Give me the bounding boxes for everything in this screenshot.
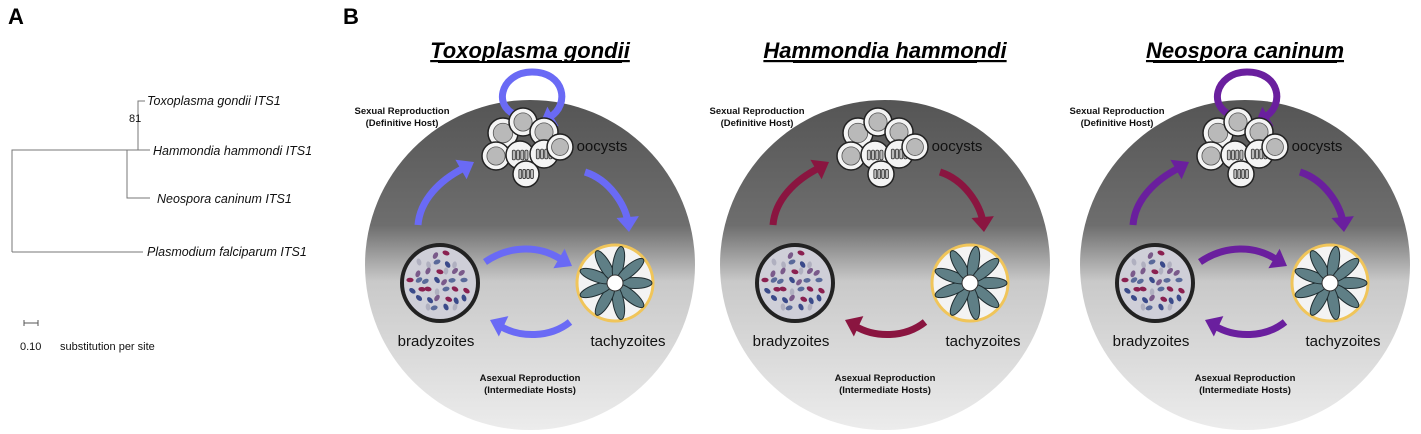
arrow-to-tachyzoites	[583, 168, 632, 223]
arrow-to-oocysts	[769, 164, 821, 226]
bradyzoites-label: bradyzoites	[398, 333, 475, 350]
scale-unit: substitution per site	[60, 341, 155, 353]
arrowhead	[1268, 248, 1287, 269]
intermediate-hosts-label: (Intermediate Hosts)	[839, 385, 931, 396]
asexual-reproduction-label: Asexual Reproduction	[835, 373, 936, 384]
bradyzoites-label: bradyzoites	[1113, 333, 1190, 350]
asexual-reproduction-label: Asexual Reproduction	[480, 373, 581, 384]
phylogenetic-tree: 81 Toxoplasma gondii ITS1 Hammondia hamm…	[11, 94, 312, 353]
arrowhead	[845, 316, 864, 337]
arrowhead	[490, 316, 509, 337]
arrowhead	[553, 248, 572, 269]
tachyzoites-label: tachyzoites	[1305, 333, 1380, 350]
sexual-reproduction-label: Sexual Reproduction	[709, 106, 804, 117]
tachyzoite-rosette	[930, 243, 1010, 323]
definitive-host-label: (Definitive Host)	[1081, 118, 1154, 129]
arrow-to-tachyzoites	[938, 168, 987, 223]
oocyst	[836, 141, 866, 171]
sexual-reproduction-label: Sexual Reproduction	[354, 106, 449, 117]
arrowhead	[810, 159, 829, 180]
oocyst	[512, 160, 540, 188]
oocyst	[842, 117, 874, 149]
cycle-title: Neospora caninum	[1146, 38, 1344, 63]
oocyst	[481, 141, 511, 171]
arrowhead	[616, 216, 639, 232]
arrow-to-oocysts	[1129, 164, 1181, 226]
oocysts-label: oocysts	[577, 138, 628, 155]
host-sphere	[365, 100, 695, 430]
intermediate-hosts-label: (Intermediate Hosts)	[484, 385, 576, 396]
self-loop-arrow	[499, 68, 566, 121]
panel-b-label: B	[343, 4, 359, 29]
leaf-neospora: Neospora caninum ITS1	[157, 192, 292, 206]
tree-branches	[11, 100, 150, 253]
bootstrap-value: 81	[129, 113, 141, 125]
arrowhead	[1331, 216, 1354, 232]
oocyst	[1196, 141, 1226, 171]
oocyst	[901, 133, 929, 161]
definitive-host-label: (Definitive Host)	[721, 118, 794, 129]
cycle-title: Hammondia hammondi	[763, 38, 1007, 63]
tachyzoites-label: tachyzoites	[590, 333, 665, 350]
oocyst	[546, 133, 574, 161]
leaf-hammondia: Hammondia hammondi ITS1	[153, 144, 312, 158]
host-sphere	[720, 100, 1050, 430]
oocysts-label: oocysts	[1292, 138, 1343, 155]
arrow-tachy-to-brady	[1213, 319, 1288, 339]
oocyst	[1227, 160, 1255, 188]
tachyzoite-rosette	[575, 243, 655, 323]
scale-bar	[23, 320, 39, 326]
host-sphere	[1080, 100, 1410, 430]
leaf-plasmodium: Plasmodium falciparum ITS1	[147, 245, 307, 259]
tachyzoite-rosette	[1290, 243, 1370, 323]
intermediate-hosts-label: (Intermediate Hosts)	[1199, 385, 1291, 396]
asexual-reproduction-label: Asexual Reproduction	[1195, 373, 1296, 384]
arrowhead	[971, 216, 994, 232]
bradyzoite-cyst	[1115, 243, 1195, 323]
bradyzoites-label: bradyzoites	[753, 333, 830, 350]
bradyzoite-cyst	[755, 243, 835, 323]
bradyzoite-cyst	[400, 243, 480, 323]
cycle-title: Toxoplasma gondii	[430, 38, 631, 63]
oocyst	[884, 117, 914, 147]
arrow-to-oocysts	[414, 164, 466, 226]
oocyst	[487, 117, 519, 149]
scale-value: 0.10	[20, 341, 41, 353]
arrowhead	[455, 159, 474, 180]
arrow-tachy-to-brady	[853, 319, 928, 339]
arrowhead	[1205, 316, 1224, 337]
oocyst	[1223, 107, 1253, 137]
arrowhead	[1170, 159, 1189, 180]
arrow-to-tachyzoites	[1298, 168, 1347, 223]
leaf-toxoplasma: Toxoplasma gondii ITS1	[147, 94, 281, 108]
panel-a-label: A	[8, 4, 24, 29]
self-loop-arrow	[1214, 68, 1281, 121]
oocyst	[1261, 133, 1289, 161]
arrow-tachy-to-brady	[498, 319, 573, 339]
arrow-brady-to-tachy	[1198, 245, 1279, 265]
sexual-reproduction-label: Sexual Reproduction	[1069, 106, 1164, 117]
arrow-brady-to-tachy	[483, 245, 564, 265]
oocyst	[867, 160, 895, 188]
definitive-host-label: (Definitive Host)	[366, 118, 439, 129]
oocysts-label: oocysts	[932, 138, 983, 155]
tachyzoites-label: tachyzoites	[945, 333, 1020, 350]
